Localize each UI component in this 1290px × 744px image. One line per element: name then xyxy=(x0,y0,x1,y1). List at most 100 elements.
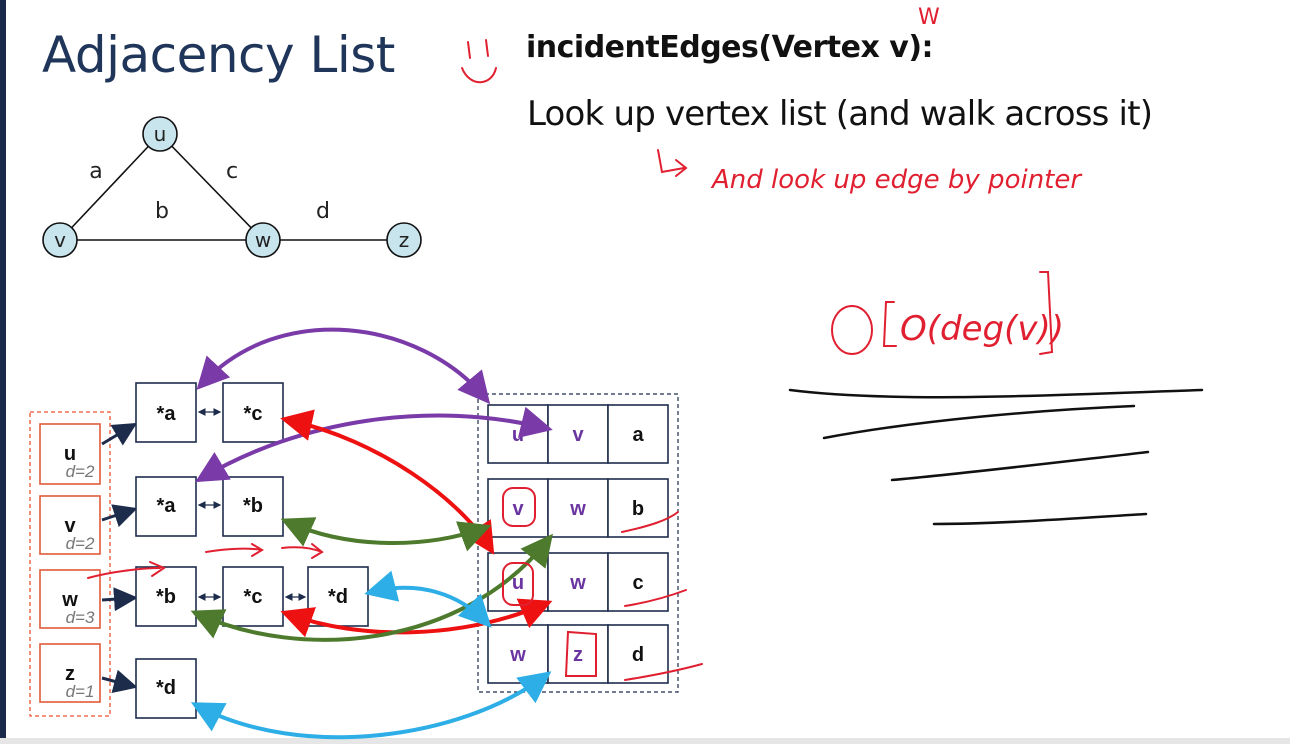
hand-open-bracket xyxy=(882,301,897,347)
hand-hook-arrow xyxy=(657,149,685,174)
hand-box-z xyxy=(564,630,597,677)
graph-edge-label-a: a xyxy=(89,159,102,184)
vertex-degree-z: d=1 xyxy=(66,682,95,701)
edge-c-vertex-2: w xyxy=(569,572,586,594)
arrow-green-b-top xyxy=(280,517,492,552)
arrow-red-c-top xyxy=(280,409,495,555)
edge-b-label: b xyxy=(632,498,644,520)
edge-a-vertex-1: u xyxy=(512,424,524,446)
scribble-lines xyxy=(788,388,1204,526)
pointer-label-v-a: *a xyxy=(157,495,177,517)
scribble-line-4 xyxy=(932,512,1148,526)
arrow-u-to-list xyxy=(101,422,138,446)
hand-stroke-w-head xyxy=(149,561,167,577)
vertex-key-v: v xyxy=(64,515,76,537)
edge-b-vertex-1: v xyxy=(512,498,524,520)
hand-complexity: O(deg(v)) xyxy=(900,309,1064,349)
hand-hook-arrowhead xyxy=(675,159,688,177)
pointer-box-z-d xyxy=(135,658,197,719)
pointer-label-u-c: *c xyxy=(244,403,263,425)
vertex-degree-w: d=3 xyxy=(66,608,95,627)
graph-vertex-label-z: z xyxy=(399,228,410,252)
edge-d-cell-2 xyxy=(547,624,609,684)
vertex-list-container xyxy=(29,411,111,717)
hand-underline-c xyxy=(624,589,687,607)
hand-underline-d xyxy=(624,663,703,681)
graph-vertex-u xyxy=(142,116,178,152)
handwritten-annotations xyxy=(87,39,1054,681)
hand-circle-u xyxy=(502,562,534,606)
pointer-label-u-a: *a xyxy=(157,403,177,425)
hand-stroke-b xyxy=(205,547,263,553)
edge-b-vertex-2: w xyxy=(569,498,586,520)
hand-close-bracket xyxy=(1039,271,1054,355)
arrow-w-to-list xyxy=(101,587,138,612)
function-heading: incidentEdges(Vertex v): xyxy=(526,30,934,65)
edge-a-label: a xyxy=(632,424,644,446)
pointer-label-v-b: *b xyxy=(243,495,263,517)
pointer-label-w-b: *b xyxy=(156,586,176,608)
scribble-line-1 xyxy=(788,388,1204,399)
graph-edge-label-c: c xyxy=(226,159,238,184)
edge-d-label: d xyxy=(632,644,644,666)
graph-edge-label-d: d xyxy=(316,199,330,224)
vertex-cell-z xyxy=(39,643,101,703)
edge-c-cell-3 xyxy=(607,552,669,612)
pointer-box-u-a xyxy=(135,382,197,443)
slide-left-accent-bar xyxy=(0,0,6,744)
graph-vertex-label-w: w xyxy=(255,228,271,252)
slide-bottom-divider xyxy=(0,738,1290,744)
pointer-label-w-d: *d xyxy=(328,586,348,608)
vertex-degree-v: d=2 xyxy=(66,534,95,553)
vertex-key-z: z xyxy=(65,663,75,685)
edge-a-vertex-2: v xyxy=(572,424,584,446)
vertex-degree-u: d=2 xyxy=(66,462,95,481)
graph-vertex-z xyxy=(386,222,422,258)
arrow-purple-a-top xyxy=(196,327,491,405)
hand-smile xyxy=(461,67,497,84)
graph-vertex-label-v: v xyxy=(54,228,66,252)
graph-edge-a xyxy=(59,133,161,241)
scribble-line-2 xyxy=(822,404,1136,440)
edge-a-cell-2 xyxy=(547,404,609,464)
function-description: Look up vertex list (and walk across it) xyxy=(527,94,1153,134)
hand-stroke-b-head xyxy=(251,543,264,557)
slide-title: Adjacency List xyxy=(42,26,395,84)
hand-stroke-w xyxy=(87,567,161,579)
hand-tick-2 xyxy=(485,39,489,57)
edge-d-vertex-2: z xyxy=(573,644,583,666)
hand-underline-b xyxy=(621,511,679,533)
hand-big-o xyxy=(831,305,873,355)
hand-stroke-c-head xyxy=(311,543,324,559)
graph-vertex-w xyxy=(245,222,281,258)
hand-w-over-v: W xyxy=(918,5,940,30)
pointer-label-z-d: *d xyxy=(156,677,176,699)
graph-vertex-v xyxy=(42,222,78,258)
pointer-box-v-a xyxy=(135,476,197,537)
vertex-cell-u xyxy=(39,423,101,485)
graph-diagram: a b c d u v w z xyxy=(42,116,422,258)
edge-d-vertex-1: w xyxy=(509,644,526,666)
vertex-list: u d=2 v d=2 w d=3 z d=1 xyxy=(29,411,111,717)
edge-c-label: c xyxy=(632,572,643,594)
arrow-z-to-list xyxy=(101,669,138,693)
arrow-green-b-bottom xyxy=(190,533,554,642)
vertex-key-u: u xyxy=(64,443,76,465)
hand-tick-1 xyxy=(467,41,471,59)
scribble-line-3 xyxy=(890,450,1150,482)
edge-b-cell-2 xyxy=(547,478,609,538)
vertex-cell-v xyxy=(39,495,101,555)
graph-edge-label-b: b xyxy=(155,199,169,224)
arrow-blue-d-top xyxy=(364,570,492,628)
arrow-v-to-list xyxy=(101,504,138,528)
graph-vertex-label-u: u xyxy=(154,122,167,146)
vertex-to-list-arrows xyxy=(101,422,138,693)
arrow-blue-d-bottom xyxy=(190,671,552,740)
vertex-key-w: w xyxy=(61,589,78,611)
vertex-cell-w xyxy=(39,569,101,629)
edge-list: u v a v w b u w c w z d xyxy=(477,393,679,693)
pointer-label-w-c: *c xyxy=(244,586,263,608)
connection-arrows xyxy=(190,327,554,740)
hand-note: And look up edge by pointer xyxy=(710,165,1083,195)
